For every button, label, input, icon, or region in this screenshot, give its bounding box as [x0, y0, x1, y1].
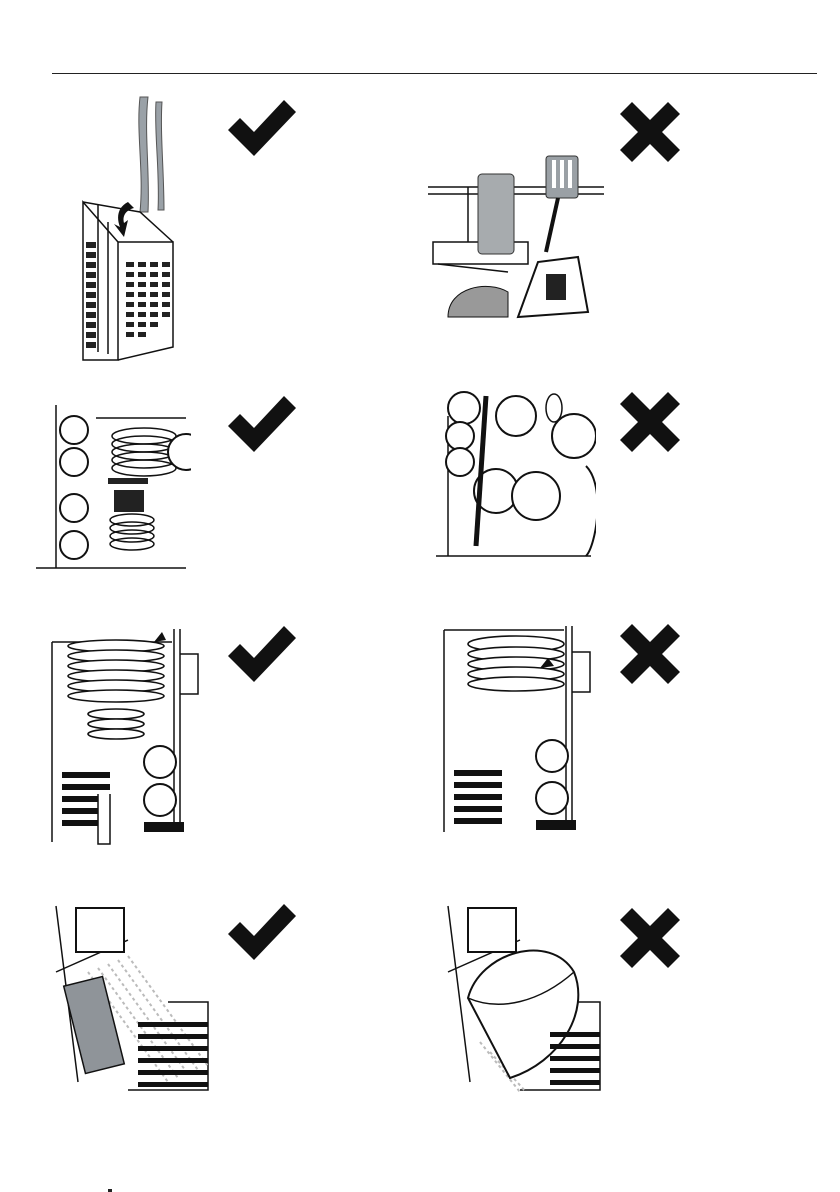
cross-mark-icon	[614, 100, 686, 164]
cross-mark-icon	[614, 906, 686, 970]
neatly-loaded-rack-illustration	[36, 400, 191, 570]
overcrowded-rack-illustration	[436, 386, 596, 561]
check-mark-icon	[226, 392, 298, 456]
cup-rack-glass-illustration	[428, 152, 604, 322]
cross-mark-icon	[614, 622, 686, 686]
check-mark-icon	[226, 96, 298, 160]
cross-mark-icon	[614, 390, 686, 454]
header-rule	[52, 73, 817, 74]
check-mark-icon	[226, 900, 298, 964]
cutlery-basket-illustration	[78, 92, 188, 362]
bowl-blocking-spray-illustration	[440, 902, 605, 1092]
plates-below-rack-illustration	[44, 624, 209, 846]
plates-above-rack-illustration	[436, 622, 601, 844]
check-mark-icon	[226, 622, 298, 686]
angled-tray-illustration	[48, 902, 213, 1092]
